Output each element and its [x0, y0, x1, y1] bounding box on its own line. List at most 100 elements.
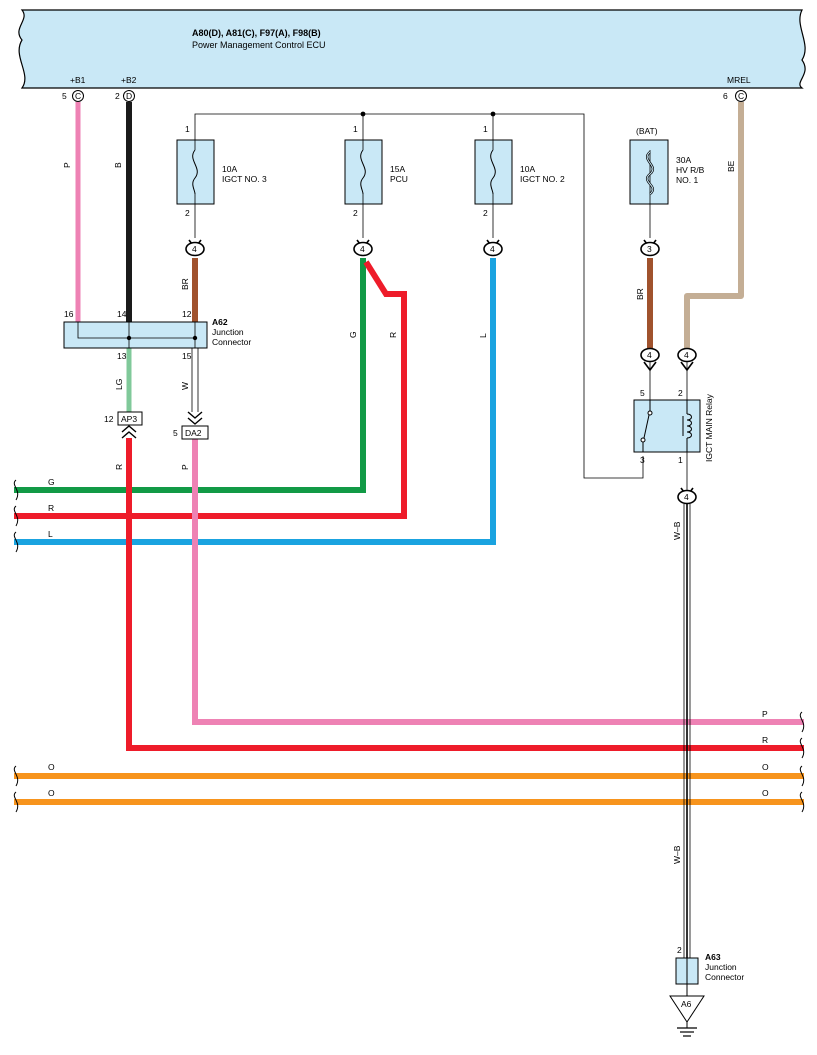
ecu-pin-b2: 2 D — [115, 90, 135, 102]
fuse-icon — [490, 149, 496, 195]
connector-id: AP3 — [121, 414, 137, 424]
fuse-icon — [192, 149, 198, 195]
fuse-pin-in: 1 — [483, 124, 488, 134]
ecu-pin-connector: C — [738, 91, 744, 101]
wire-tan: BE — [684, 102, 744, 348]
fuse-rating: 10A — [520, 164, 535, 174]
fuse-name: HV R/B — [676, 165, 705, 175]
oval-connector: 4 — [677, 347, 697, 372]
fuse-pin-out: 2 — [353, 208, 358, 218]
junction-label: Junction — [212, 327, 244, 337]
relay-pin: 2 — [678, 388, 683, 398]
connector-ap3: 12 AP3 — [104, 411, 143, 439]
ecu-outline — [18, 9, 806, 89]
fuse-pcu: 1 2 15A PCU — [344, 124, 408, 238]
fuse-igct-no2: 1 2 10A IGCT NO. 2 — [474, 124, 565, 238]
wire-black-b2: B — [113, 102, 132, 322]
wire-label-r: R — [388, 332, 398, 338]
wire-label-l: L — [478, 333, 488, 338]
wire-label-l-left: L — [48, 529, 53, 539]
connector-da2: 5 DA2 — [173, 411, 209, 440]
junction-connector-a63: 2 A63 Junction Connector — [675, 945, 744, 996]
fuse-name: PCU — [390, 174, 408, 184]
wire-brown-a62: BR — [180, 258, 198, 322]
wire-white: W — [180, 348, 199, 412]
fuse-name: IGCT NO. 3 — [222, 174, 267, 184]
connector-arrow-icon — [187, 411, 203, 425]
ground-a6: A6 — [669, 995, 705, 1037]
wire-label-wb-upper: W–B — [672, 521, 682, 540]
ecu-pin-number: 5 — [62, 91, 67, 101]
wire-orange-1: O O — [14, 762, 804, 779]
oval-connector: 4 — [677, 487, 697, 505]
wire-label-o: O — [48, 762, 55, 772]
connector-pin: 4 — [684, 350, 689, 360]
fuse-rating: 10A — [222, 164, 237, 174]
junction-id: A62 — [212, 317, 228, 327]
connector-pin: 5 — [173, 428, 178, 438]
wire-label-be: BE — [726, 160, 736, 172]
junction-label: Junction — [705, 962, 737, 972]
wire-green: G G — [14, 258, 366, 493]
connector-id: DA2 — [185, 428, 202, 438]
ecu-pin-b1: 5 C — [62, 90, 84, 102]
wire-label-o: O — [48, 788, 55, 798]
fuse-source-label: (BAT) — [636, 126, 658, 136]
ecu-pin-connector: C — [75, 91, 81, 101]
connector-pin: 4 — [647, 350, 652, 360]
wire-lightgreen: LG — [114, 348, 132, 412]
fuse-rating: 30A — [676, 155, 691, 165]
wire-label-br: BR — [180, 278, 190, 290]
wire-brown-relay: BR — [635, 258, 653, 348]
wire-label-r-ap3: R — [114, 464, 124, 470]
wire-label-p-right: P — [762, 709, 768, 719]
bus-line-top — [194, 111, 644, 479]
connector-pin: 4 — [684, 492, 689, 502]
fuse-igct-no3: 1 2 10A IGCT NO. 3 — [176, 124, 267, 238]
connector-pin: 4 — [490, 244, 495, 254]
wire-label-r-right: R — [762, 735, 768, 745]
ecu-pin-label-b1: +B1 — [70, 75, 86, 85]
wire-label-o-right: O — [762, 762, 769, 772]
junction-label: Connector — [705, 972, 744, 982]
junction-pin: 2 — [677, 945, 682, 955]
relay-pin: 5 — [640, 388, 645, 398]
relay-igct-main: 5 2 3 1 IGCT MAIN Relay — [633, 388, 714, 465]
wire-label-p-da2: P — [180, 464, 190, 470]
oval-connector: 4 — [185, 239, 205, 257]
harness-edge-left — [13, 479, 19, 813]
ecu-pin-connector: D — [126, 91, 132, 101]
connector-pin: 12 — [104, 414, 114, 424]
wire-blue: L L — [14, 258, 496, 545]
fuse-pin-out: 2 — [185, 208, 190, 218]
junction-pin: 14 — [117, 309, 127, 319]
fuse-rating: 15A — [390, 164, 405, 174]
junction-connector-a62: 16 14 12 13 15 A62 Junction Connector — [63, 309, 251, 361]
fuse-name: IGCT NO. 2 — [520, 174, 565, 184]
fuse-hv-rb-no1: (BAT) 30A HV R/B NO. 1 — [629, 126, 705, 238]
wire-label-p: P — [62, 162, 72, 168]
wire-label-g-left: G — [48, 477, 55, 487]
fuse-pin-in: 1 — [185, 124, 190, 134]
oval-connector: 3 — [640, 239, 660, 257]
wire-pink-da2: P P — [180, 438, 804, 725]
ecu-pin-mrel: 6 C — [723, 90, 747, 102]
ecu-pin-label-mrel: MREL — [727, 75, 751, 85]
wire-label-wb-lower: W–B — [672, 845, 682, 864]
relay-pin: 1 — [678, 455, 683, 465]
wire-label-br-relay: BR — [635, 288, 645, 300]
wire-label-o-right: O — [762, 788, 769, 798]
wire-label-b: B — [113, 162, 123, 168]
ecu-box: A80(D), A81(C), F97(A), F98(B) Power Man… — [18, 9, 806, 89]
ecu-name: Power Management Control ECU — [192, 40, 326, 50]
wire-red-pcu: R R — [14, 260, 407, 519]
junction-id: A63 — [705, 952, 721, 962]
wire-label-w: W — [180, 382, 190, 390]
wire-label-r-left: R — [48, 503, 54, 513]
wire-white-black: W–B W–B — [672, 504, 691, 958]
oval-connector: 4 — [640, 347, 660, 372]
connector-pin: 3 — [647, 244, 652, 254]
ground-id: A6 — [681, 999, 692, 1009]
junction-pin: 15 — [182, 351, 192, 361]
